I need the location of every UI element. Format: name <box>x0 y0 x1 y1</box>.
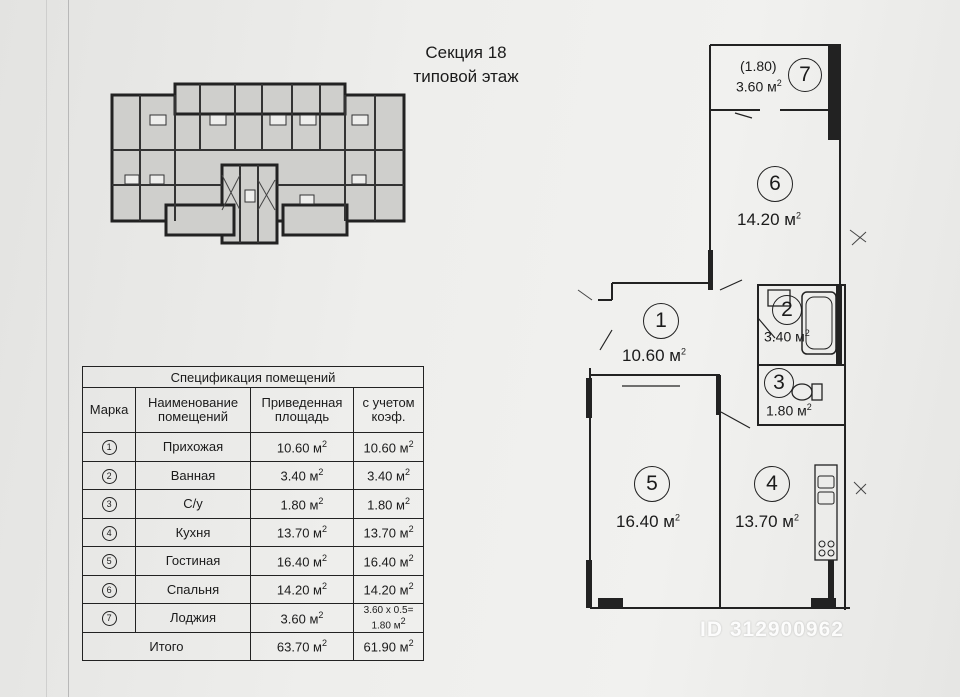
mark-badge: 1 <box>101 440 117 456</box>
row-coef: 3.40 м <box>367 468 405 484</box>
row-name: С/у <box>135 489 251 519</box>
row-area: 3.40 м <box>280 468 319 484</box>
row-area: 10.60 м <box>276 439 322 455</box>
table-row: 3 С/у 1.80 м2 1.80 м2 <box>81 489 424 519</box>
room-6-marker: 6 <box>757 166 793 202</box>
room-1-marker: 1 <box>643 303 679 339</box>
table-row: 6 Спальня 14.20 м2 14.20 м2 <box>81 574 424 604</box>
row-coef-line2: 1.80 м <box>371 619 401 631</box>
room-2-marker: 2 <box>772 295 802 325</box>
mark-badge: 3 <box>101 497 117 513</box>
header-coef: с учетом коэф. <box>353 387 424 433</box>
section-title: Секция 18 <box>425 43 507 62</box>
row-area: 13.70 м <box>276 525 322 541</box>
row-area: 14.20 м <box>276 582 322 598</box>
mark-badge: 2 <box>101 468 117 484</box>
row-area: 16.40 м <box>276 553 322 569</box>
row-coef-line1: 3.60 х 0.5= <box>363 604 414 616</box>
row-coef: 10.60 м <box>363 439 409 455</box>
mark-badge: 7 <box>101 611 117 627</box>
row-coef: 16.40 м <box>363 553 409 569</box>
row-name: Лоджия <box>135 603 251 633</box>
room-2-area: 3.40 м2 <box>764 328 810 345</box>
header-name: Наименование помещений <box>135 387 251 433</box>
room-3-area: 1.80 м2 <box>766 402 812 419</box>
room-3-marker: 3 <box>764 368 794 398</box>
row-coef: 1.80 м <box>367 496 405 512</box>
row-area: 1.80 м <box>280 496 319 512</box>
table-row: 7 Лоджия 3.60 м2 3.60 х 0.5=1.80 м2 <box>81 603 424 633</box>
row-area: 3.60 м <box>280 610 319 626</box>
header-mark: Марка <box>81 387 137 433</box>
total-label: Итого <box>82 631 251 661</box>
row-coef: 13.70 м <box>363 525 409 541</box>
row-name: Прихожая <box>135 432 251 462</box>
room-7-marker: 7 <box>788 58 822 92</box>
room-5-marker: 5 <box>634 466 670 502</box>
row-name: Кухня <box>135 517 251 547</box>
room-7-area: 3.60 м2 <box>736 78 782 95</box>
table-total-row: Итого 63.70 м2 61.90 м2 <box>82 631 424 661</box>
listing-id-watermark: ID 312900962 <box>700 618 844 641</box>
room-7-note: (1.80) <box>740 58 777 74</box>
room-4-marker: 4 <box>754 466 790 502</box>
mark-badge: 6 <box>101 582 117 598</box>
room-specification-table: Спецификация помещений Марка Наименовани… <box>81 366 424 661</box>
mark-badge: 5 <box>101 554 117 570</box>
sheet-border-left-inner <box>46 0 47 697</box>
room-4-area: 13.70 м2 <box>735 512 799 531</box>
table-row: 5 Гостиная 16.40 м2 16.40 м2 <box>81 546 424 576</box>
table-row: 4 Кухня 13.70 м2 13.70 м2 <box>81 517 424 547</box>
room-1-area: 10.60 м2 <box>622 346 686 365</box>
row-name: Спальня <box>135 574 251 604</box>
mark-badge: 4 <box>101 525 117 541</box>
section-subtitle: типовой этаж <box>413 67 519 86</box>
row-name: Ванная <box>135 460 251 490</box>
total-coef: 61.90 м <box>363 639 409 655</box>
sheet-border-left <box>68 0 69 697</box>
room-6-area: 14.20 м2 <box>737 210 801 229</box>
room-5-area: 16.40 м2 <box>616 512 680 531</box>
row-coef: 14.20 м <box>363 582 409 598</box>
total-area: 63.70 м <box>276 639 322 655</box>
header-area: Приведенная площадь <box>249 387 355 433</box>
